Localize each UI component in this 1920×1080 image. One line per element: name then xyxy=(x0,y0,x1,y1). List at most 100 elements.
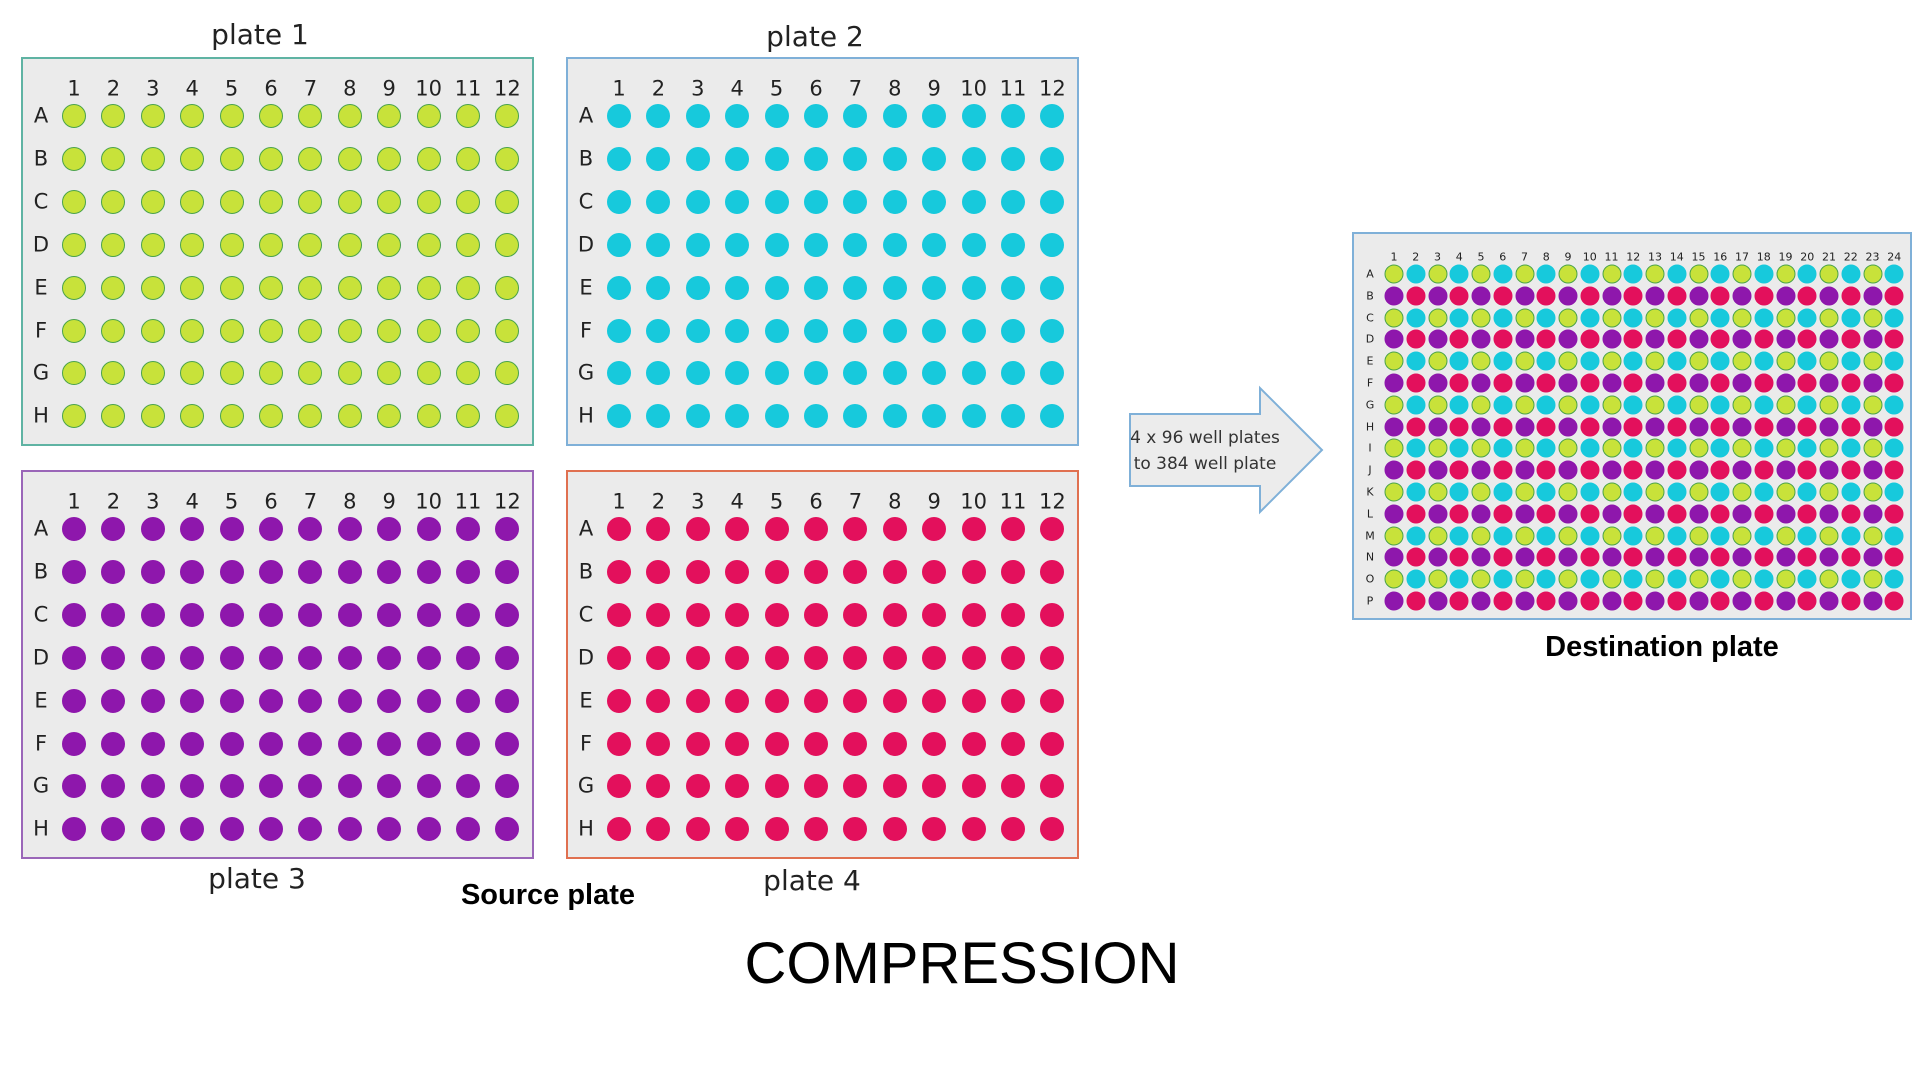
destination-well xyxy=(1580,591,1600,611)
well xyxy=(685,817,710,842)
well xyxy=(1001,645,1025,670)
well xyxy=(416,404,441,429)
well xyxy=(101,774,126,799)
row-label: E xyxy=(579,688,593,713)
row-label: B xyxy=(33,146,49,171)
destination-column-label: 6 xyxy=(1499,250,1507,264)
destination-well xyxy=(1667,308,1687,328)
destination-row-label: G xyxy=(1365,398,1375,412)
well xyxy=(416,774,441,799)
destination-well xyxy=(1536,395,1556,415)
destination-well xyxy=(1754,438,1774,458)
well xyxy=(764,404,789,429)
well xyxy=(843,189,868,214)
well xyxy=(804,817,828,842)
well xyxy=(219,404,244,429)
well xyxy=(456,517,480,541)
destination-well xyxy=(1819,569,1839,589)
well xyxy=(298,189,323,214)
column-label: 4 xyxy=(185,76,199,101)
well xyxy=(843,232,868,257)
well xyxy=(416,104,441,128)
destination-well xyxy=(1493,329,1513,349)
well xyxy=(725,774,750,799)
destination-well xyxy=(1580,482,1600,502)
destination-well xyxy=(1623,460,1643,480)
destination-well xyxy=(1797,460,1817,480)
well xyxy=(804,774,828,799)
well xyxy=(298,559,323,584)
destination-well xyxy=(1776,264,1795,284)
well xyxy=(764,517,789,541)
destination-well xyxy=(1449,438,1469,458)
destination-well xyxy=(1710,286,1730,306)
destination-well xyxy=(1471,504,1491,524)
well xyxy=(843,275,868,300)
row-label: E xyxy=(34,275,48,300)
well xyxy=(804,602,828,627)
destination-well xyxy=(1645,351,1665,371)
well xyxy=(298,146,323,171)
column-label: 2 xyxy=(106,76,121,101)
well xyxy=(607,602,631,627)
well xyxy=(961,404,986,429)
well xyxy=(298,404,323,429)
destination-well xyxy=(1689,482,1708,502)
destination-row-label: A xyxy=(1366,267,1374,281)
well xyxy=(725,189,750,214)
column-label: 8 xyxy=(343,76,357,101)
destination-well xyxy=(1667,286,1687,306)
well xyxy=(259,318,283,343)
destination-well xyxy=(1384,286,1404,306)
well xyxy=(416,232,441,257)
column-label: 8 xyxy=(888,489,902,514)
well xyxy=(101,817,126,842)
destination-well xyxy=(1602,547,1621,567)
well xyxy=(298,817,323,842)
column-label: 6 xyxy=(809,76,823,101)
well xyxy=(456,559,480,584)
destination-well xyxy=(1449,286,1469,306)
well xyxy=(961,731,986,756)
well xyxy=(337,731,362,756)
well xyxy=(685,189,710,214)
well xyxy=(764,688,789,713)
destination-well xyxy=(1732,373,1752,393)
destination-well xyxy=(1384,264,1404,284)
destination-well xyxy=(1428,569,1447,589)
destination-well xyxy=(1645,329,1665,349)
well xyxy=(259,517,283,541)
destination-well xyxy=(1428,264,1447,284)
well xyxy=(804,404,828,429)
column-label: 6 xyxy=(264,489,278,514)
well xyxy=(725,731,750,756)
well xyxy=(101,275,126,300)
destination-well xyxy=(1863,482,1882,502)
well xyxy=(646,232,671,257)
destination-well xyxy=(1841,264,1861,284)
well xyxy=(337,602,362,627)
row-label: D xyxy=(577,232,595,257)
destination-column-label: 2 xyxy=(1412,250,1420,264)
well xyxy=(140,731,165,756)
well xyxy=(882,731,907,756)
destination-well xyxy=(1754,504,1774,524)
destination-well xyxy=(1645,591,1665,611)
well xyxy=(843,318,868,343)
well xyxy=(62,104,86,128)
destination-well xyxy=(1797,482,1817,502)
well xyxy=(725,318,750,343)
destination-column-label: 13 xyxy=(1648,250,1662,264)
destination-well xyxy=(1710,329,1730,349)
arrow-caption: 4 x 96 well plates to 384 well plate xyxy=(1130,425,1280,477)
well xyxy=(961,232,986,257)
row-label: C xyxy=(33,189,49,214)
destination-row-label: D xyxy=(1365,332,1375,346)
plate-3-title: plate 3 xyxy=(208,862,306,895)
well xyxy=(62,232,86,257)
destination-well xyxy=(1493,547,1513,567)
destination-well xyxy=(1667,547,1687,567)
well xyxy=(922,275,947,300)
well xyxy=(1001,361,1025,386)
destination-well xyxy=(1667,351,1687,371)
